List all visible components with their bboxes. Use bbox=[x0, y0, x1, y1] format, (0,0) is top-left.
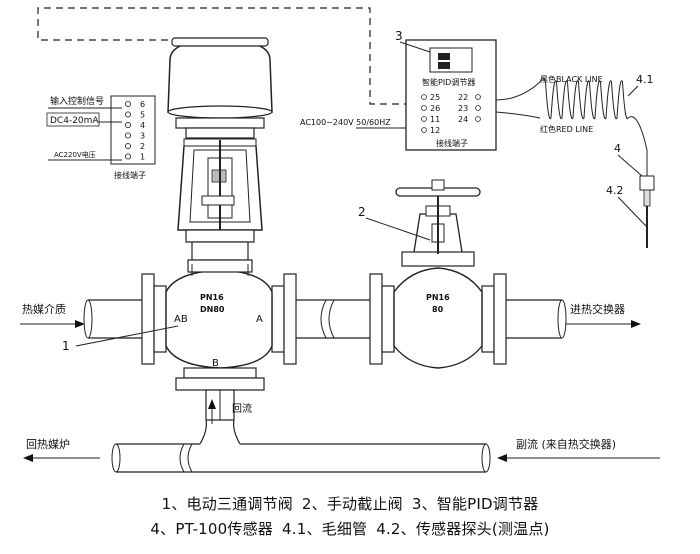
controller-terminal-screw bbox=[421, 105, 427, 111]
port-ab-label: AB bbox=[174, 314, 188, 325]
controller-terminal-number: 24 bbox=[458, 115, 468, 124]
controller-terminal-number: 26 bbox=[430, 104, 440, 113]
to-exchanger-label: 进热交换器 bbox=[570, 302, 625, 316]
input-signal-label: 输入控制信号 bbox=[50, 95, 104, 107]
callout-4: 4 bbox=[614, 142, 621, 155]
return-furnace-label: 回热媒炉 bbox=[26, 438, 70, 451]
valve2-dn-label: 80 bbox=[432, 305, 444, 314]
capillary-coil bbox=[539, 77, 648, 151]
callout-1: 1 bbox=[62, 339, 70, 353]
valve2-pn-label: PN16 bbox=[426, 293, 450, 302]
left-terminal-number: 1 bbox=[140, 153, 145, 162]
controller-terminal-screw bbox=[475, 94, 481, 100]
controller-terminal-number: 22 bbox=[458, 93, 468, 102]
controller-terminal-screw bbox=[421, 116, 427, 122]
callout-4-2: 4.2 bbox=[606, 184, 624, 197]
controller-title: 智能PID调节器 bbox=[422, 77, 475, 87]
left-terminal-screw bbox=[125, 142, 132, 149]
legend-line-2: 4、PT-100传感器 4.1、毛细管 4.2、传感器探头(测温点) bbox=[0, 518, 700, 539]
black-line-label: 黑色BLACK LINE bbox=[540, 74, 603, 84]
left-terminal-screw bbox=[125, 101, 132, 108]
callout-2: 2 bbox=[358, 205, 366, 219]
return-pipeline bbox=[111, 419, 491, 473]
signal-cable-dashed bbox=[37, 7, 408, 105]
left-terminal-number: 3 bbox=[140, 132, 145, 141]
left-terminal-screw bbox=[125, 132, 132, 139]
legend-item-41: 4.1、毛细管 bbox=[281, 520, 368, 538]
pid-controller: 智能PID调节器 25 26 11 12 22 23 24 接线端子 3 AC100~24… bbox=[300, 29, 497, 151]
port-b-label: B bbox=[212, 358, 219, 369]
port-a-label: A bbox=[256, 314, 263, 325]
controller-terminal-number: 11 bbox=[430, 115, 440, 124]
legend-line-1: 1、电动三通调节阀 2、手动截止阀 3、智能PID调节器 bbox=[0, 493, 700, 514]
ac220-label: AC220V电压 bbox=[54, 150, 96, 159]
electric-actuator bbox=[167, 37, 273, 261]
left-terminal-block: 输入控制信号 DC4-20mA AC220V电压 6 54 32 1 接线端子 bbox=[46, 95, 156, 180]
legend-item-2: 2、手动截止阀 bbox=[301, 495, 403, 513]
left-terminal-screw bbox=[125, 122, 132, 129]
controller-terminal-screw bbox=[475, 116, 481, 122]
left-terminal-number: 6 bbox=[140, 100, 145, 109]
valve1-dn-label: DN80 bbox=[200, 305, 225, 314]
callout-4-1: 4.1 bbox=[636, 73, 654, 86]
legend-item-3: 3、智能PID调节器 bbox=[411, 495, 539, 513]
controller-terminal-number: 12 bbox=[430, 126, 440, 135]
valve1-pn-label: PN16 bbox=[200, 293, 224, 302]
hot-medium-label: 热媒介质 bbox=[22, 303, 66, 316]
callout-3: 3 bbox=[395, 29, 403, 43]
ac100-label: AC100~240V 50/60HZ bbox=[300, 118, 391, 127]
left-terminal-screw bbox=[125, 111, 132, 118]
left-terminal-number: 2 bbox=[140, 142, 145, 151]
controller-terminal-screw bbox=[421, 94, 427, 100]
controller-terminal-screw bbox=[475, 105, 481, 111]
legend-item-4: 4、PT-100传感器 bbox=[150, 520, 274, 538]
manual-globe-valve: PN16 80 bbox=[369, 179, 507, 369]
pt100-sensor bbox=[639, 150, 655, 248]
left-terminal-screw bbox=[125, 153, 132, 160]
left-terminal-number: 5 bbox=[140, 111, 145, 120]
right-terminal-caption: 接线端子 bbox=[436, 138, 468, 148]
red-line-label: 红色RED LINE bbox=[540, 124, 593, 134]
controller-terminal-screw bbox=[421, 127, 427, 133]
left-terminal-number: 4 bbox=[140, 121, 145, 130]
three-way-valve: PN16 DN80 AB A B bbox=[141, 259, 297, 421]
legend-item-42: 4.2、传感器探头(测温点) bbox=[376, 520, 550, 538]
bypass-label: 副流 (来自热交换器) bbox=[516, 437, 616, 451]
controller-terminal-number: 23 bbox=[458, 104, 468, 113]
return-flow-label: 回流 bbox=[232, 402, 252, 415]
dc-signal-label: DC4-20mA bbox=[50, 116, 99, 126]
controller-terminal-number: 25 bbox=[430, 93, 440, 102]
legend-item-1: 1、电动三通调节阀 bbox=[161, 495, 293, 513]
left-terminal-caption: 接线端子 bbox=[114, 170, 146, 180]
